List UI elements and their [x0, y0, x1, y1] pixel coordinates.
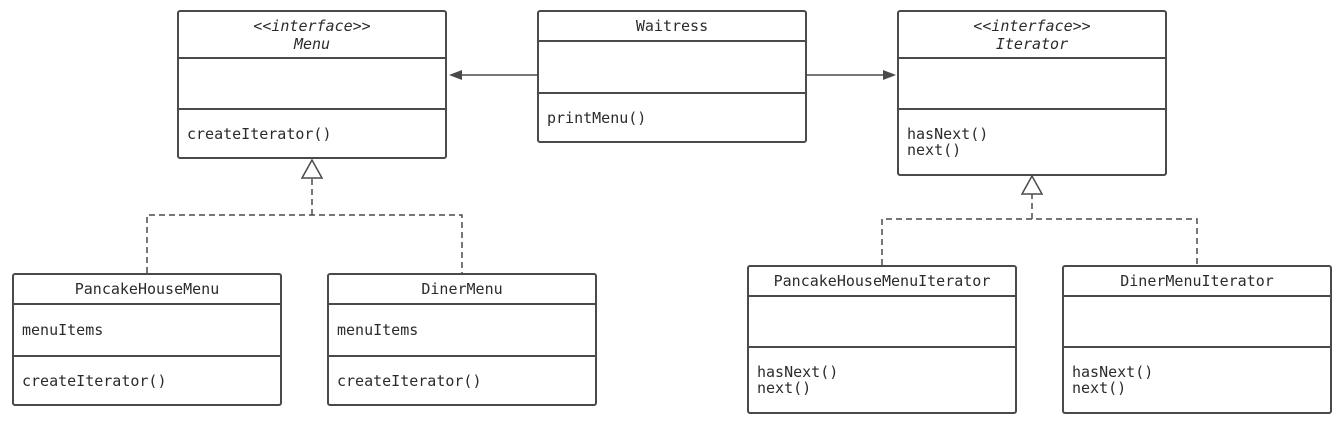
iterator-method: hasNext()	[907, 125, 989, 143]
pancake-house-menu-header: PancakeHouseMenu	[14, 275, 280, 303]
pancake-house-menu-class: PancakeHouseMenu menuItems createIterato…	[12, 273, 282, 406]
pancake-house-menu-method: createIterator()	[22, 371, 167, 390]
diner-menu-iterator-class: DinerMenuIterator hasNext() next()	[1062, 265, 1332, 414]
menu-realization-triangle	[300, 158, 324, 179]
diner-menu-iterator-attributes-section	[1064, 295, 1330, 346]
pancake-house-menu-iterator-header: PancakeHouseMenuIterator	[749, 267, 1015, 295]
diner-menu-header: DinerMenu	[329, 275, 595, 303]
waitress-to-iterator-arrowhead	[883, 70, 896, 80]
iterator-method: next()	[907, 141, 962, 159]
pancake-house-menu-attributes-section: menuItems	[14, 303, 280, 355]
pancake-house-menu-iterator-name: PancakeHouseMenuIterator	[773, 272, 991, 290]
menu-class-name: Menu	[293, 34, 331, 53]
diner-menu-iterator-method: hasNext()	[1072, 363, 1154, 381]
diner-menu-class: DinerMenu menuItems createIterator()	[327, 273, 597, 406]
diner-menu-methods-section: createIterator()	[329, 355, 595, 404]
menu-attributes-section	[179, 57, 445, 108]
iterator-interface-class: <<interface>> Iterator hasNext() next()	[897, 10, 1167, 176]
iterator-realization-lines	[881, 194, 1198, 265]
menu-class-header: <<interface>> Menu	[179, 12, 445, 57]
pancake-house-menu-iterator-attributes-section	[749, 295, 1015, 346]
pancake-house-menu-iterator-method: next()	[757, 379, 812, 397]
waitress-class-name: Waitress	[635, 17, 709, 35]
pancake-house-menu-iterator-class: PancakeHouseMenuIterator hasNext() next(…	[747, 265, 1017, 414]
waitress-class-header: Waitress	[539, 12, 805, 40]
diner-menu-iterator-methods-section: hasNext() next()	[1064, 346, 1330, 412]
diner-menu-name: DinerMenu	[421, 280, 503, 298]
diner-menu-iterator-name: DinerMenuIterator	[1120, 272, 1274, 290]
menu-realization-lines	[146, 178, 463, 273]
iterator-methods-section: hasNext() next()	[899, 108, 1165, 174]
iterator-class-header: <<interface>> Iterator	[899, 12, 1165, 57]
diner-menu-iterator-header: DinerMenuIterator	[1064, 267, 1330, 295]
pancake-house-menu-name: PancakeHouseMenu	[74, 280, 220, 298]
waitress-methods-section: printMenu()	[539, 92, 805, 141]
iterator-attributes-section	[899, 57, 1165, 108]
iterator-class-name: Iterator	[995, 34, 1069, 53]
pancake-house-menu-methods-section: createIterator()	[14, 355, 280, 404]
diner-menu-attributes-section: menuItems	[329, 303, 595, 355]
diner-menu-attribute: menuItems	[337, 321, 419, 339]
waitress-method: printMenu()	[547, 108, 647, 127]
menu-methods-section: createIterator()	[179, 108, 445, 157]
diner-menu-method: createIterator()	[337, 371, 482, 390]
waitress-to-menu-arrowhead	[449, 70, 462, 80]
iterator-stereotype: <<interface>>	[973, 16, 1091, 35]
waitress-class: Waitress printMenu()	[537, 10, 807, 143]
menu-stereotype: <<interface>>	[253, 16, 371, 35]
iterator-realization-triangle	[1020, 174, 1044, 195]
waitress-attributes-section	[539, 40, 805, 92]
pancake-house-menu-attribute: menuItems	[22, 321, 104, 339]
pancake-house-menu-iterator-method: hasNext()	[757, 363, 839, 381]
menu-method: createIterator()	[187, 124, 332, 143]
diner-menu-iterator-method: next()	[1072, 379, 1127, 397]
pancake-house-menu-iterator-methods-section: hasNext() next()	[749, 346, 1015, 412]
menu-interface-class: <<interface>> Menu createIterator()	[177, 10, 447, 159]
